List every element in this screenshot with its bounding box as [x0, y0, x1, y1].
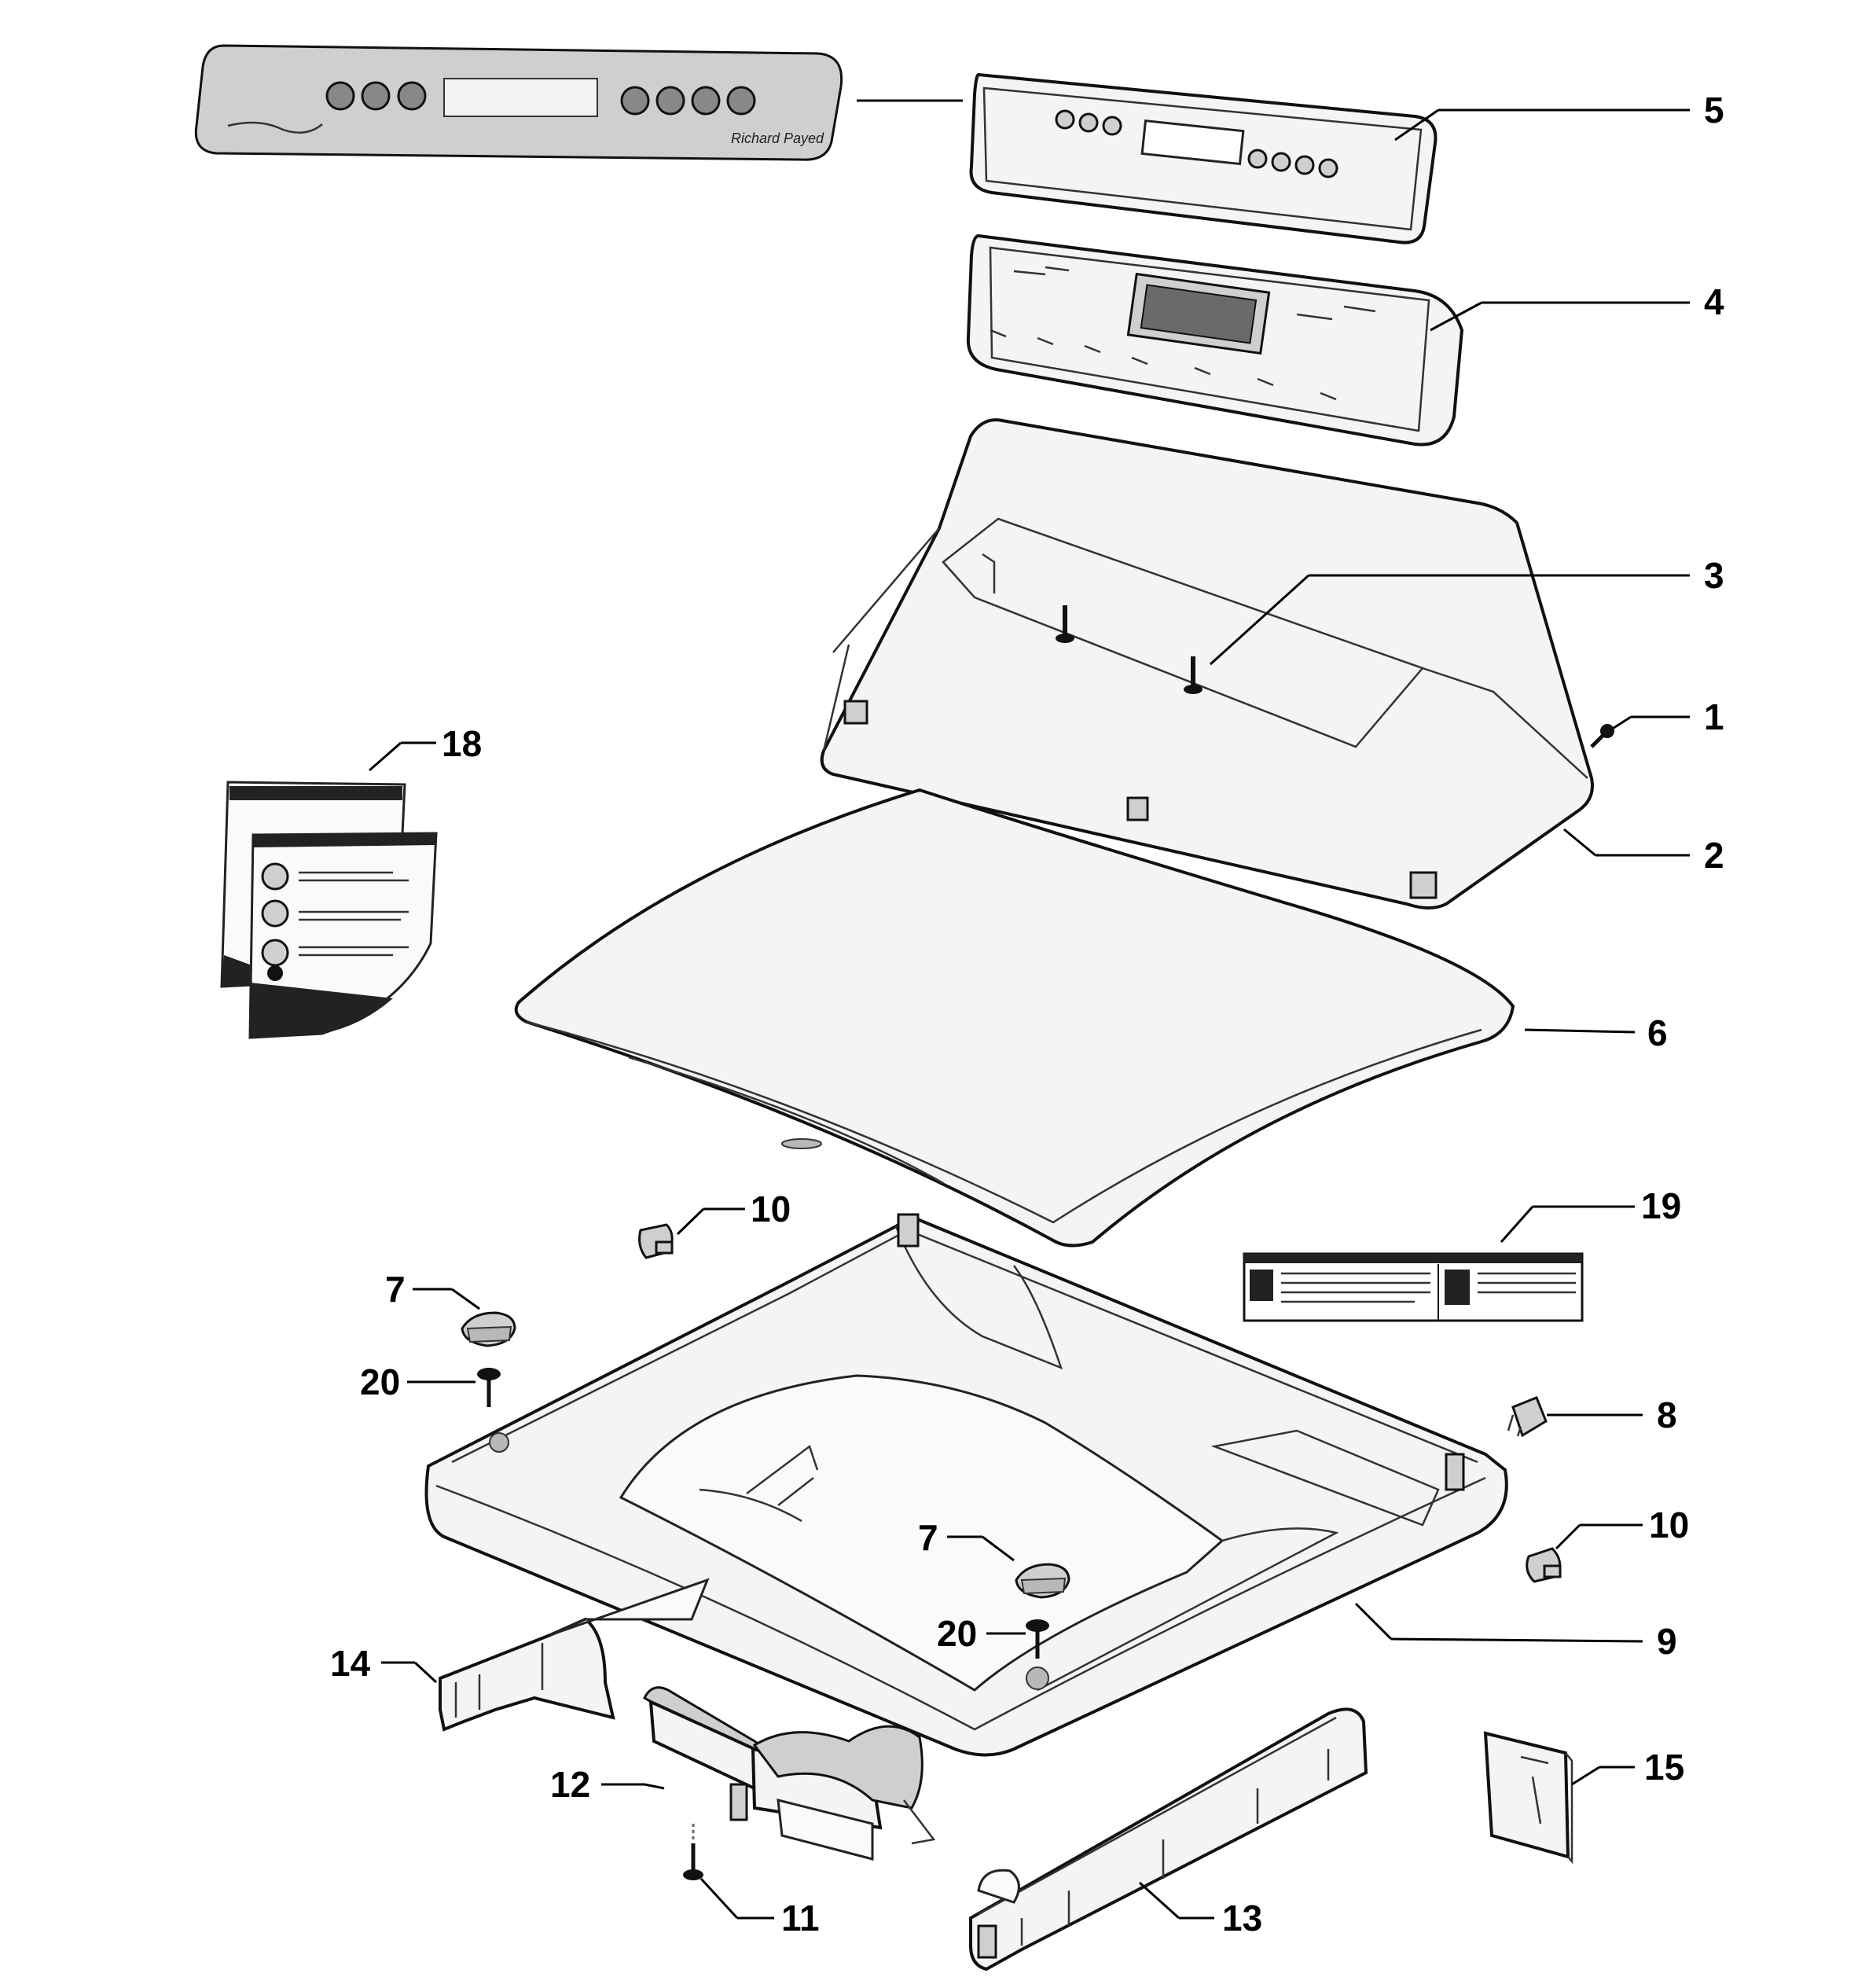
console-overlay — [969, 72, 1438, 244]
dispenser-assembly — [643, 1686, 936, 1861]
screw-icon — [1056, 605, 1203, 694]
callout-label: 7 — [385, 1269, 406, 1310]
callout-label: 2 — [1704, 835, 1724, 876]
callout-label: 15 — [1644, 1747, 1684, 1788]
button-icon — [726, 86, 756, 116]
console-housing — [820, 418, 1594, 909]
callout-label: 9 — [1657, 1621, 1677, 1662]
hinge-pin-icon — [638, 1223, 674, 1259]
callout-label: 8 — [1657, 1395, 1677, 1435]
bracket — [439, 1578, 710, 1732]
callout-label: 7 — [918, 1517, 938, 1558]
callout-label: 3 — [1704, 555, 1724, 596]
display-window-icon — [443, 78, 598, 117]
screw-icon — [1590, 724, 1614, 748]
hinge-pin-icon — [1526, 1547, 1562, 1583]
button-icon — [361, 81, 391, 111]
callout-label: 20 — [937, 1613, 977, 1654]
warning-label — [1243, 1252, 1584, 1322]
callout-label: 13 — [1222, 1898, 1262, 1938]
hinge-cover-icon — [1015, 1563, 1070, 1599]
callout-label: 10 — [751, 1189, 791, 1229]
callout-label: 12 — [550, 1764, 590, 1805]
button-icon — [325, 81, 355, 111]
hinge-cover-icon — [461, 1311, 516, 1347]
control-board-housing — [966, 233, 1464, 446]
callout-label: 6 — [1647, 1012, 1668, 1053]
button-icon — [691, 86, 721, 116]
screw-icon — [477, 1368, 501, 1407]
callout-label: 4 — [1704, 281, 1724, 322]
rear-trim — [969, 1707, 1368, 1971]
callout-label: 18 — [442, 723, 482, 764]
manual-booklet — [1483, 1731, 1573, 1865]
lid-switch-icon — [1507, 1396, 1548, 1438]
callout-label: 19 — [1641, 1185, 1681, 1226]
top-cover — [424, 1213, 1508, 1757]
callout-label: 5 — [1704, 90, 1724, 130]
callout-label: 11 — [781, 1898, 820, 1938]
button-icon — [620, 86, 650, 116]
button-icon — [397, 81, 427, 111]
instruction-cards — [220, 781, 438, 1039]
callout-label: 1 — [1704, 696, 1724, 737]
callout-label: 20 — [360, 1361, 400, 1402]
button-icon — [655, 86, 685, 116]
console-overlay-closeup: Richard Payed — [194, 44, 843, 161]
screw-icon — [683, 1824, 703, 1880]
lid — [514, 788, 1515, 1248]
callout-label: 14 — [330, 1643, 371, 1684]
panel-brand-text: Richard Payed — [731, 130, 824, 146]
callout-label: 10 — [1649, 1505, 1689, 1545]
screw-icon — [1026, 1619, 1049, 1659]
